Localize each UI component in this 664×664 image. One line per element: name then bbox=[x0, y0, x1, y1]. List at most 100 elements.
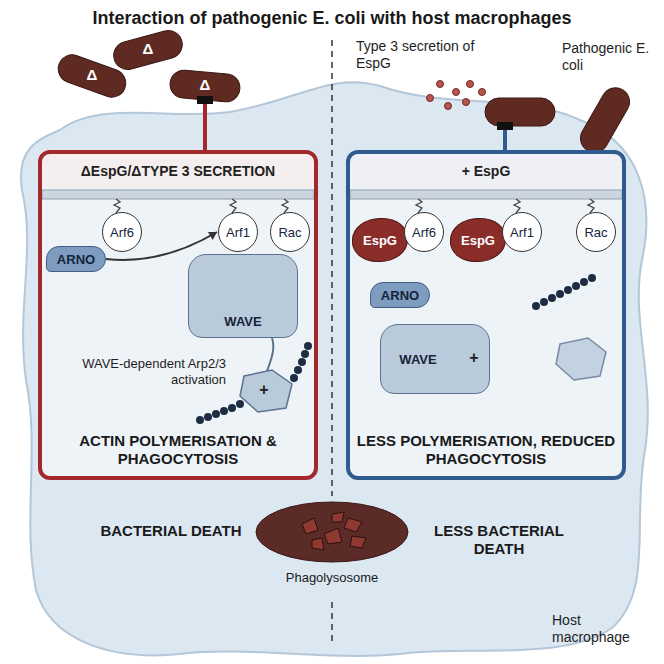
actin-bead bbox=[212, 410, 220, 418]
bacterial-fragment bbox=[312, 538, 324, 550]
deletion-mark: Δ bbox=[138, 40, 158, 58]
annotation: Host macrophage bbox=[552, 612, 656, 646]
actin-filament bbox=[532, 274, 596, 310]
actin-bead bbox=[564, 286, 572, 294]
actin-bead bbox=[540, 298, 548, 306]
injectisome bbox=[203, 100, 207, 150]
lipid-anchor bbox=[282, 199, 288, 213]
actin-bead bbox=[228, 404, 236, 412]
injectisome-base bbox=[197, 96, 213, 104]
gtpase-circle: Arf1 bbox=[218, 212, 258, 252]
actin-bead bbox=[298, 358, 306, 366]
actin-bead bbox=[548, 294, 556, 302]
lipid-anchor bbox=[230, 199, 236, 213]
secreted-espg bbox=[445, 103, 452, 110]
panel-header-band bbox=[350, 154, 622, 188]
panel-ground bbox=[348, 152, 624, 478]
node-label: WAVE bbox=[399, 352, 436, 367]
wave-tether bbox=[266, 338, 273, 374]
node-label: ARNO bbox=[381, 288, 419, 303]
secreted-espg bbox=[463, 99, 470, 106]
node-label: Phagolysosome bbox=[252, 570, 412, 585]
actin-bead bbox=[304, 342, 312, 350]
macrophage-cell bbox=[21, 82, 648, 656]
phagolysosome-vesicle bbox=[256, 502, 408, 562]
gtpase-circle: Arf6 bbox=[404, 212, 444, 252]
gtpase-circle: Rac bbox=[576, 212, 616, 252]
node-label: Arf6 bbox=[110, 225, 134, 240]
actin-bead bbox=[236, 400, 244, 408]
node-label: Rac bbox=[278, 225, 301, 240]
actin-bead bbox=[556, 290, 564, 298]
node-label: WAVE bbox=[224, 314, 261, 329]
outcome-label: LESS BACTERIAL DEATH bbox=[424, 522, 574, 558]
panel-outcome: ACTIN POLYMERISATION & PHAGOCYTOSIS bbox=[48, 432, 308, 468]
panel-ground bbox=[40, 152, 316, 478]
divider-dashed bbox=[331, 40, 333, 496]
divider-dashed bbox=[331, 602, 333, 645]
panel-outcome: LESS POLYMERISATION, REDUCED PHAGOCYTOSI… bbox=[356, 432, 616, 468]
panel-header-band bbox=[42, 154, 314, 188]
panel-heading: + EspG bbox=[354, 154, 618, 188]
secreted-espg bbox=[467, 81, 474, 88]
secreted-espg bbox=[453, 89, 460, 96]
phagolysosome-shape bbox=[252, 498, 412, 568]
actin-bead bbox=[204, 413, 212, 421]
panel-heading: ΔEspG/ΔTYPE 3 SECRETION bbox=[46, 154, 310, 188]
injectisome-base bbox=[497, 122, 513, 130]
arrowhead bbox=[208, 232, 217, 240]
condition-panel: ΔEspG/ΔTYPE 3 SECRETION ACTIN POLYMERISAT… bbox=[38, 150, 318, 480]
secreted-espg bbox=[479, 89, 486, 96]
arp23-complex bbox=[556, 338, 606, 380]
lipid-anchor bbox=[514, 199, 520, 213]
wave-complex: WAVE bbox=[188, 254, 298, 338]
bacterial-fragment bbox=[350, 536, 366, 548]
actin-bead bbox=[196, 416, 204, 424]
deletion-mark: Δ bbox=[195, 76, 215, 94]
arp23-complex bbox=[240, 370, 292, 412]
lipid-anchor bbox=[588, 199, 594, 213]
lipid-anchor bbox=[114, 199, 120, 213]
secreted-espg bbox=[427, 95, 434, 102]
lipid-anchor bbox=[416, 199, 422, 213]
gtpase-circle: Arf1 bbox=[502, 212, 542, 252]
node-label: EspG bbox=[363, 233, 397, 248]
node-label: Arf1 bbox=[226, 225, 250, 240]
lipid-anchors bbox=[114, 199, 594, 213]
actin-bead bbox=[301, 350, 309, 358]
annotation: WAVE-dependent Arp2/3 activation bbox=[74, 356, 226, 387]
outcome-label: BACTERIAL DEATH bbox=[96, 522, 246, 540]
activation-sign: + bbox=[256, 380, 272, 399]
actin-bead bbox=[290, 374, 298, 382]
actin-bead bbox=[580, 278, 588, 286]
bacterium bbox=[111, 27, 186, 72]
activation-sign: + bbox=[466, 348, 482, 367]
phagolysosome: Phagolysosome bbox=[252, 498, 412, 598]
actin-bead bbox=[294, 366, 302, 374]
gtpase-circle: Arf6 bbox=[102, 212, 142, 252]
annotation: Type 3 secretion of EspG bbox=[356, 38, 496, 72]
node-label: Arf6 bbox=[412, 225, 436, 240]
node-label: ARNO bbox=[57, 252, 95, 267]
actin-bead bbox=[532, 302, 540, 310]
deletion-mark: Δ bbox=[82, 66, 102, 84]
espg-effector: EspG bbox=[352, 218, 408, 262]
bacterial-fragment bbox=[344, 518, 362, 532]
secreted-espg bbox=[437, 81, 444, 88]
membrane bbox=[42, 190, 314, 199]
membrane bbox=[350, 190, 622, 199]
actin-bead bbox=[572, 282, 580, 290]
arno-protein: ARNO bbox=[370, 282, 430, 308]
bacterial-fragment bbox=[332, 512, 344, 522]
bacterium bbox=[485, 98, 555, 126]
arno-protein: ARNO bbox=[46, 246, 106, 272]
node-label: Arf1 bbox=[510, 225, 534, 240]
node-label: Rac bbox=[584, 225, 607, 240]
annotation: Pathogenic E. coli bbox=[562, 40, 658, 74]
bacterial-fragment bbox=[324, 528, 342, 544]
bacterial-fragment bbox=[302, 518, 318, 534]
node-label: EspG bbox=[461, 233, 495, 248]
